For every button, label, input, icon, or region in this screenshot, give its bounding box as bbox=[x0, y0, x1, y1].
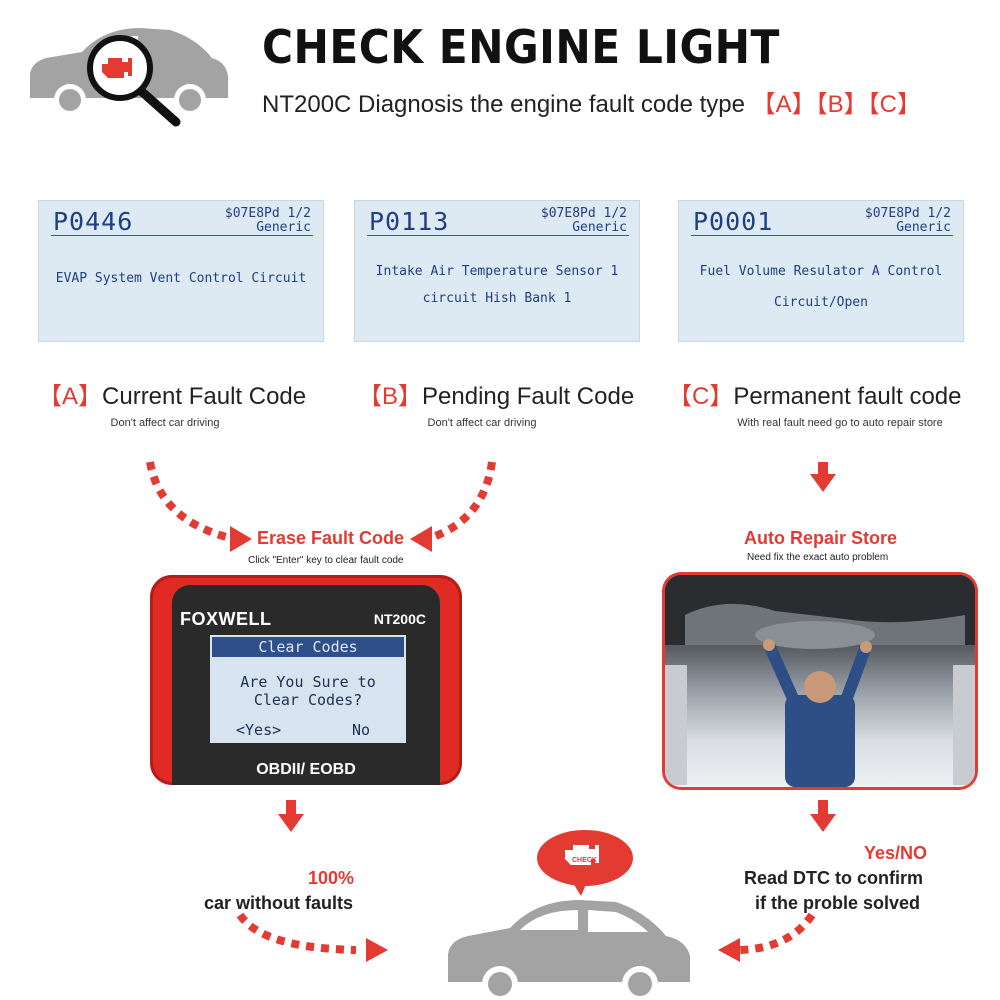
fault-type-a-label: 【A】Current Fault Code bbox=[38, 383, 307, 410]
success-text: car without faults bbox=[204, 893, 354, 913]
yes-no-label: Yes/NO bbox=[864, 843, 928, 863]
fault-type-c-note: With real fault need go to auto repair s… bbox=[737, 417, 943, 429]
scanner-device: FOXWELL NT200C Clear Codes Are You Sure … bbox=[150, 575, 462, 785]
success-percent: 100% bbox=[308, 868, 355, 888]
fault-code: P0001 bbox=[693, 207, 774, 236]
fault-code: P0113 bbox=[369, 207, 450, 236]
yes-option[interactable]: <Yes> bbox=[236, 721, 282, 739]
check-badge-label: CHECK bbox=[572, 857, 597, 864]
fault-description: EVAP System Vent Control Circuit bbox=[55, 271, 307, 286]
page-title: CHECK ENGINE LIGHT bbox=[262, 20, 780, 74]
auto-repair-store-title: Auto Repair Store bbox=[744, 528, 898, 548]
device-footer-label: OBDII/ EOBD bbox=[256, 761, 356, 778]
device-model: NT200C bbox=[373, 611, 426, 627]
no-option[interactable]: No bbox=[351, 721, 370, 739]
auto-repair-store-note: Need fix the exact auto problem bbox=[747, 552, 889, 563]
bottom-car-icon bbox=[448, 900, 690, 1000]
fault-type-b-label: 【B】Pending Fault Code bbox=[358, 383, 635, 410]
check-engine-badge-icon bbox=[537, 830, 633, 896]
read-dtc-text: Read DTC to confirm bbox=[744, 868, 924, 888]
fault-description-line2: circuit Hish Bank 1 bbox=[422, 291, 572, 306]
divider bbox=[51, 235, 313, 236]
device-brand: FOXWELL bbox=[180, 609, 272, 629]
fault-code: P0446 bbox=[53, 207, 134, 236]
fault-type-c-label: 【C】Permanent fault code bbox=[668, 383, 962, 410]
fault-type-b-note: Don't affect car driving bbox=[427, 417, 537, 429]
fault-description: Fuel Volume Resulator A Control bbox=[699, 264, 943, 279]
auto-repair-photo bbox=[665, 575, 975, 787]
problem-solved-text: if the proble solved bbox=[755, 893, 921, 913]
subtitle-text: NT200C Diagnosis the engine fault code t… bbox=[262, 91, 745, 118]
divider bbox=[691, 235, 953, 236]
erase-fault-code-note: Click "Enter" key to clear fault code bbox=[248, 555, 404, 566]
fault-type-a-note: Don't affect car driving bbox=[110, 417, 220, 429]
erase-fault-code-title: Erase Fault Code bbox=[257, 528, 405, 548]
fault-description-line2: Circuit/Open bbox=[774, 295, 868, 310]
header-car-magnifier-icon bbox=[30, 28, 228, 127]
fault-description: Intake Air Temperature Sensor 1 bbox=[375, 264, 619, 279]
divider bbox=[367, 235, 629, 236]
subtitle-tags: 【A】【B】【C】 bbox=[751, 91, 921, 118]
clear-codes-header: Clear Codes bbox=[212, 637, 404, 657]
mechanic-under-car-image bbox=[665, 575, 975, 787]
page-subtitle: NT200C Diagnosis the engine fault code t… bbox=[262, 84, 921, 119]
